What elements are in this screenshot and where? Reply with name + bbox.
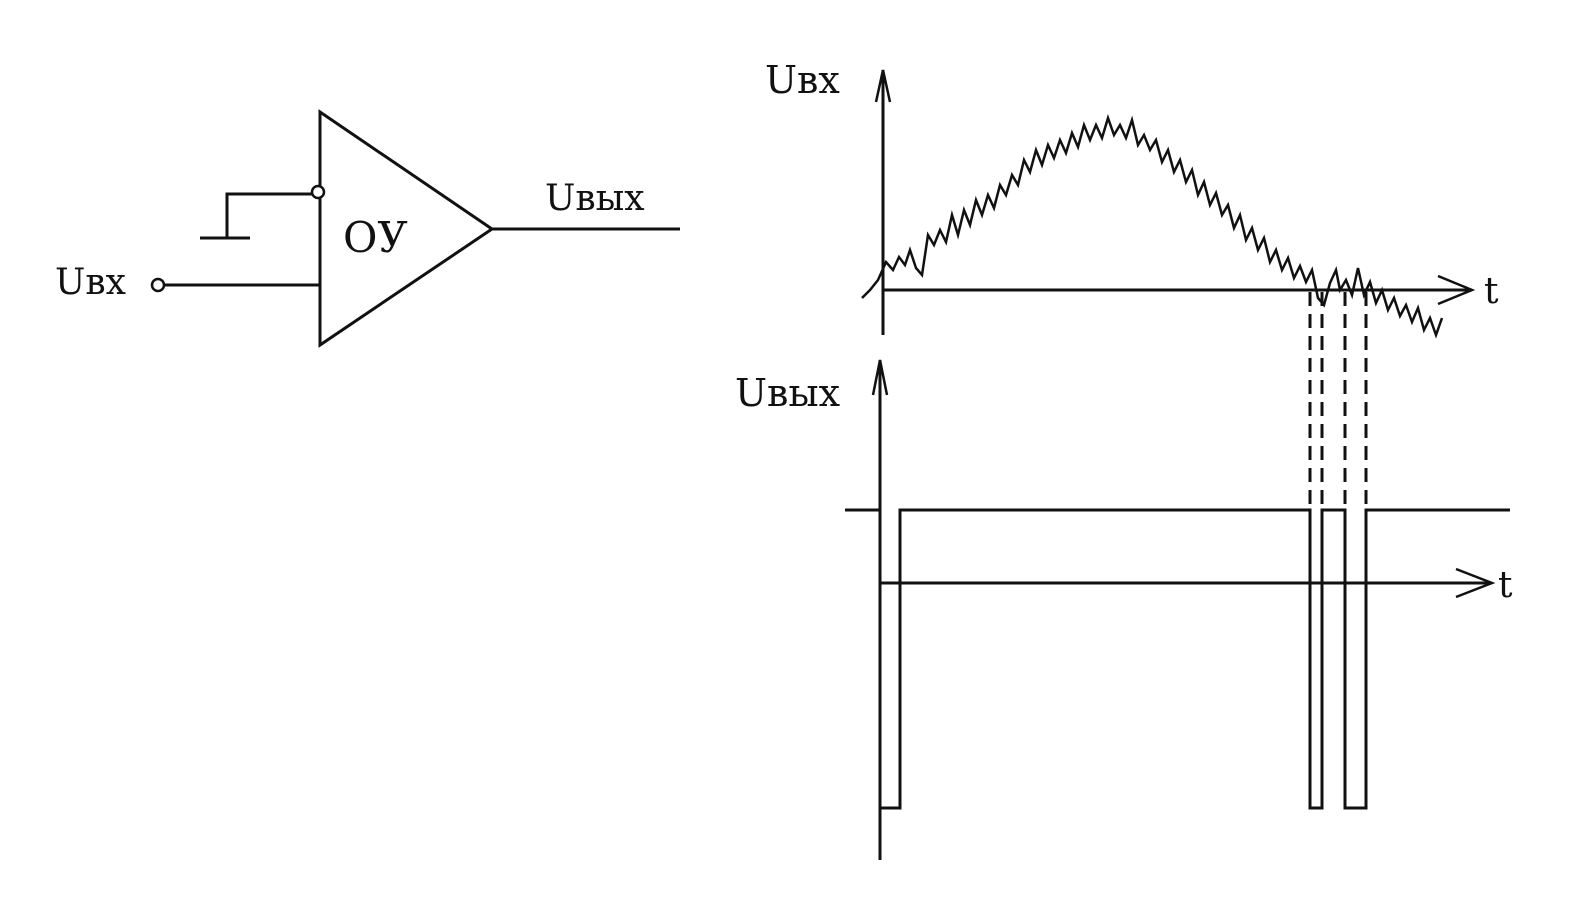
top-y-label: Uвх [765, 58, 840, 102]
opamp-label: ОУ [343, 213, 408, 262]
output-label: Uвых [545, 178, 645, 219]
top-x-arrow [1437, 274, 1476, 306]
output-signal-graph: Uвых t [735, 359, 1513, 860]
bottom-y-label: Uвых [735, 371, 840, 415]
top-x-label: t [1484, 271, 1499, 312]
input-label: Uвх [55, 262, 126, 303]
top-y-arrow [874, 69, 892, 103]
input-signal-graph: Uвх t [765, 58, 1499, 339]
ground-wire [225, 192, 312, 238]
projection-lines [1308, 292, 1368, 505]
comparator-schematic: ОУ Uвх Uвых [55, 109, 680, 348]
bottom-y-arrow [871, 359, 889, 396]
inverting-input-node [310, 184, 326, 200]
bottom-x-label: t [1498, 565, 1513, 606]
opamp-triangle [318, 109, 495, 348]
noisy-input-signal [861, 113, 1444, 339]
output-square-wave [845, 508, 1510, 810]
input-terminal [150, 277, 166, 293]
bottom-x-arrow [1455, 567, 1496, 599]
